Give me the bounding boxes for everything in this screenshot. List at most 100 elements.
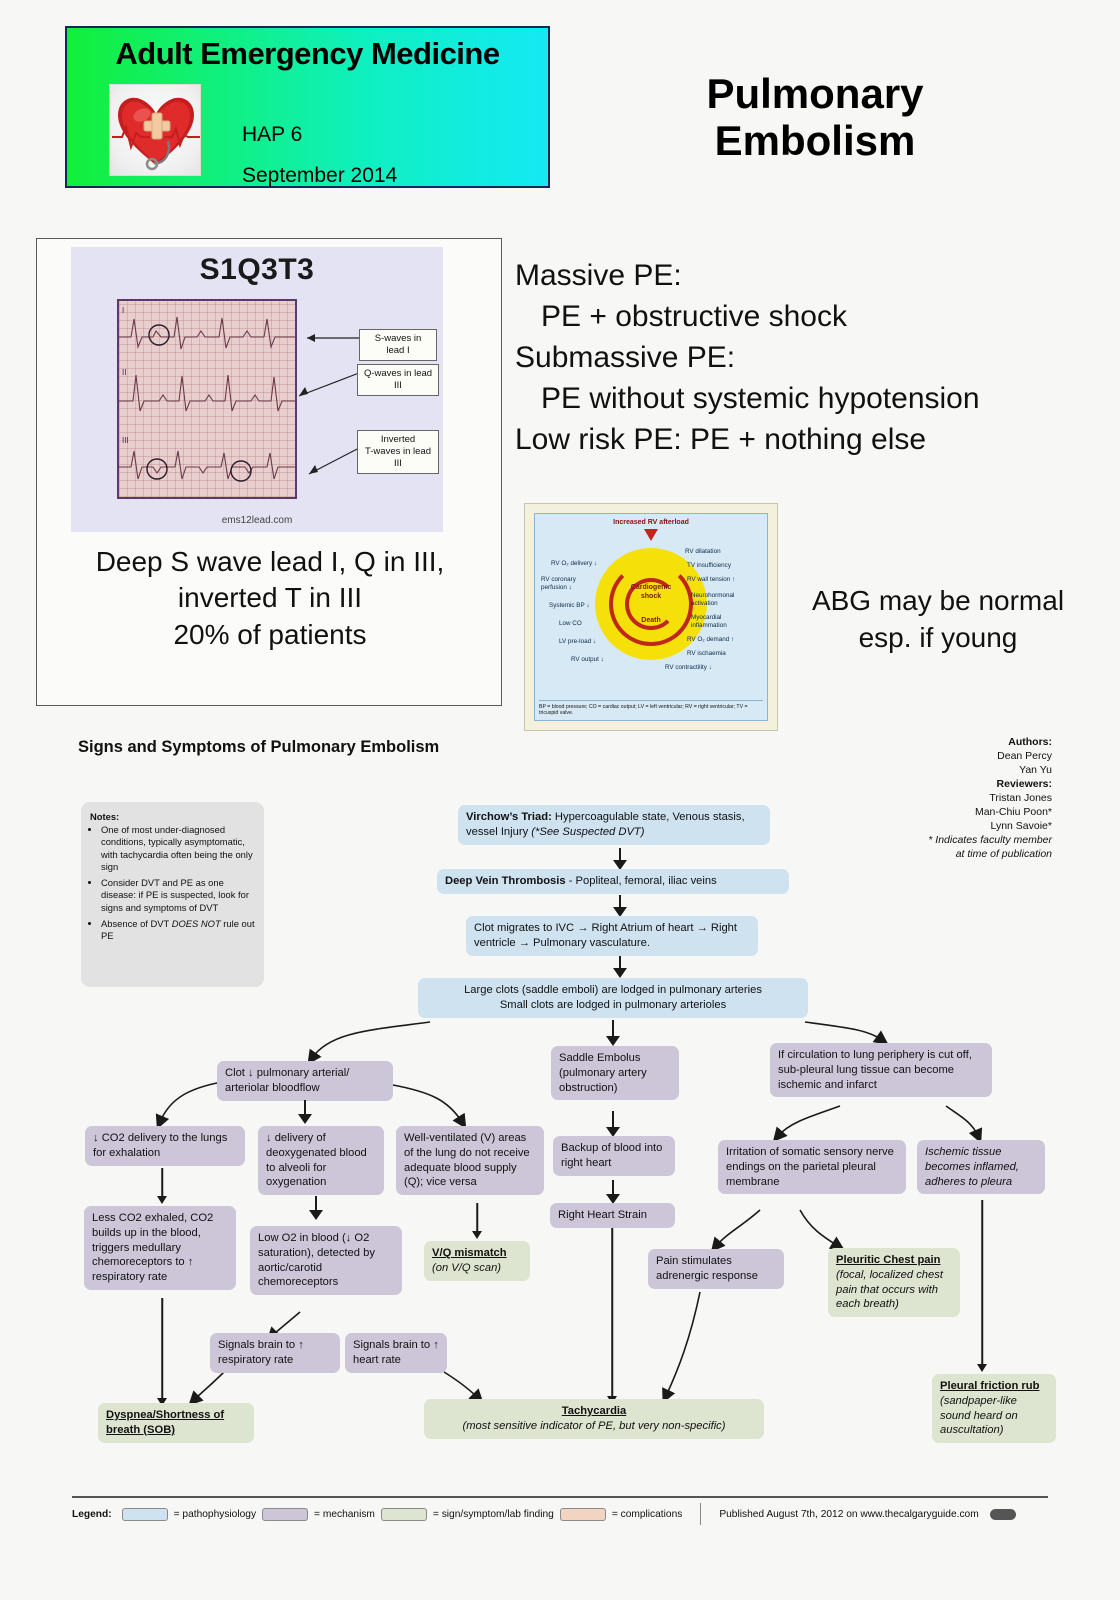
flow-node-saddle-embolus: Saddle Embolus (pulmonary artery obstruc…	[551, 1046, 679, 1101]
ecg-strip-graphic: I II III	[117, 299, 297, 499]
svg-text:III: III	[122, 436, 129, 445]
massive-pe-definition: PE + obstructive shock	[541, 300, 847, 334]
author-2: Yan Yu	[1019, 763, 1052, 776]
svg-text:II: II	[122, 368, 126, 377]
ecg-caption: Deep S wave lead I, Q in III, inverted T…	[45, 544, 495, 653]
ecg-label-q-waves: Q-waves in lead III	[357, 364, 439, 396]
arrow-co2-to-less-co2	[155, 1168, 169, 1204]
authors-footnote-line1: * Indicates faculty member	[928, 833, 1052, 846]
shock-footnote: BP = blood pressure; CO = cardiac output…	[539, 699, 763, 718]
pleuritic-sub: (focal, localized chest pain that occurs…	[836, 1268, 943, 1311]
shock-left-3: Low CO	[559, 620, 582, 627]
pe-classification-text: Massive PE: PE + obstructive shock Subma…	[515, 255, 1095, 460]
shock-spiral-inner	[625, 578, 677, 630]
notes-item-3-emphasis: DOES NOT	[171, 917, 221, 929]
shock-core-line1: Cardiogenic	[630, 584, 672, 591]
shock-left-0: RV O₂ delivery ↓	[551, 560, 598, 567]
legend-label: Legend:	[72, 1508, 112, 1520]
flow-node-large-clots: Large clots (saddle emboli) are lodged i…	[418, 978, 808, 1018]
heart-bandage-stethoscope-icon	[109, 84, 201, 176]
ecg-caption-line2: inverted T in III	[177, 582, 363, 614]
shock-left-4: LV pre-load ↓	[559, 638, 596, 645]
flow-node-well-ventilated: Well-ventilated (V) areas of the lung do…	[396, 1126, 544, 1196]
flow-node-vq-mismatch: V/Q mismatch (on V/Q scan)	[424, 1241, 530, 1281]
page-title: Pulmonary Embolism	[560, 70, 1070, 164]
shock-right-3: Neurohormonal activation	[691, 592, 735, 607]
flow-node-ischemic-tissue: Ischemic tissue becomes inflamed, adhere…	[917, 1140, 1045, 1195]
notes-box: Notes: One of most under-diagnosed condi…	[81, 802, 264, 987]
flow-node-less-co2: Less CO2 exhaled, CO2 builds up in the b…	[84, 1206, 236, 1290]
shock-arrow-icon	[644, 529, 658, 541]
reviewer-1: Tristan Jones	[989, 791, 1052, 804]
ecg-heading: S1Q3T3	[199, 253, 315, 286]
arrow-large-clots-to-saddle	[605, 1020, 621, 1046]
flow-node-low-o2: Low O2 in blood (↓ O2 saturation), detec…	[250, 1226, 402, 1296]
notes-heading: Notes:	[90, 811, 120, 822]
low-risk-pe-definition: Low risk PE: PE + nothing else	[515, 423, 927, 457]
reviewer-3: Lynn Savoie*	[990, 819, 1053, 832]
section-title: Signs and Symptoms of Pulmonary Embolism	[78, 738, 440, 756]
legend-bar: Legend: = pathophysiology = mechanism = …	[72, 1496, 1048, 1525]
arrow-deox-to-low-o2	[308, 1196, 324, 1220]
virchow-rest: Hypercoagulable state, Venous stasis, ve…	[466, 811, 745, 838]
reviewers-label: Reviewers:	[996, 777, 1052, 790]
shock-core-label: Cardiogenic shock	[535, 584, 767, 602]
shock-death-label: Death	[641, 617, 661, 624]
shock-right-4: Myocardial inflammation	[691, 614, 727, 629]
ecg-panel: S1Q3T3 I II III S-waves in lead I Q-wa	[36, 238, 502, 706]
legend-text-pathophysiology: = pathophysiology	[173, 1508, 257, 1520]
large-clots-line2: Small clots are lodged in pulmonary arte…	[499, 998, 727, 1011]
flow-node-clot-bloodflow: Clot ↓ pulmonary arterial/ arteriolar bl…	[217, 1061, 393, 1101]
legend-swatch-complications	[559, 1507, 606, 1521]
creative-commons-icon	[989, 1508, 1016, 1520]
shock-core-line2: shock	[640, 592, 662, 600]
cardiogenic-shock-diagram: Increased RV afterload Cardiogenic shock…	[524, 503, 778, 731]
banner-date: September 2014	[242, 164, 398, 187]
ecg-label-inverted-t-waves: Inverted T-waves in lead III	[357, 430, 439, 474]
flow-node-dyspnea: Dyspnea/Shortness of breath (SOB)	[98, 1403, 254, 1443]
submassive-pe-label: Submassive PE:	[515, 341, 736, 375]
flow-node-pain-adrenergic: Pain stimulates adrenergic response	[648, 1249, 784, 1289]
flow-node-circulation-cutoff: If circulation to lung periphery is cut …	[770, 1043, 992, 1098]
abg-line2: esp. if young	[858, 621, 1018, 653]
flow-node-dvt: Deep Vein Thrombosis - Popliteal, femora…	[437, 869, 789, 894]
ischemic-tissue-text: Ischemic tissue becomes inflamed, adhere…	[925, 1146, 1019, 1188]
shock-right-0: RV dilatation	[685, 548, 721, 555]
author-1: Dean Percy	[997, 749, 1052, 762]
legend-text-mechanism: = mechanism	[314, 1508, 375, 1520]
banner-course: HAP 6	[242, 123, 303, 146]
arrow-ventilated-to-vq	[470, 1203, 484, 1239]
arrow-strain-to-tachycardia	[605, 1228, 619, 1404]
friction-title: Pleural friction rub	[940, 1380, 1040, 1392]
arrow-backup-to-strain	[605, 1180, 621, 1204]
virchow-bold: Virchow’s Triad:	[466, 811, 552, 823]
vq-mismatch-sub: (on V/Q scan)	[432, 1261, 502, 1274]
notes-item-1: One of most under-diagnosed conditions, …	[101, 824, 256, 873]
shock-left-2: Systemic BP ↓	[549, 602, 590, 609]
notes-item-3-pre: Absence of DVT	[101, 917, 172, 929]
legend-text-complications: = complications	[611, 1508, 683, 1520]
shock-right-6: RV ischaemia	[687, 650, 726, 657]
ecg-label-s-waves: S-waves in lead I	[359, 329, 437, 361]
friction-sub: (sandpaper-like sound heard on auscultat…	[940, 1394, 1018, 1437]
arrow-bloodflow-to-deox	[297, 1100, 313, 1124]
page-title-line1: Pulmonary	[706, 70, 924, 117]
large-clots-line1: Large clots (saddle emboli) are lodged i…	[464, 984, 762, 996]
ecg-label-inverted-line1: Inverted	[380, 434, 416, 445]
shock-right-1: TV insufficiency	[687, 562, 731, 569]
authors-footnote-line2: at time of publication	[955, 847, 1052, 860]
legend-published: Published August 7th, 2012 on www.thecal…	[719, 1508, 979, 1520]
dvt-bold: Deep Vein Thrombosis	[445, 875, 566, 887]
submassive-pe-definition: PE without systemic hypotension	[541, 382, 980, 416]
arrow-saddle-to-backup	[605, 1111, 621, 1137]
ecg-credit: ems12lead.com	[221, 515, 293, 526]
shock-top-label: Increased RV afterload	[613, 519, 689, 526]
header-banner: Adult Emergency Medicine HAP 6 September…	[65, 26, 550, 188]
shock-right-7: RV contractility ↓	[665, 664, 712, 671]
flow-node-right-heart-strain: Right Heart Strain	[550, 1203, 675, 1228]
flow-node-irritation: Irritation of somatic sensory nerve endi…	[718, 1140, 906, 1195]
legend-text-sign: = sign/symptom/lab finding	[432, 1508, 554, 1520]
flow-node-co2-delivery: ↓ CO2 delivery to the lungs for exhalati…	[85, 1126, 245, 1166]
authors-block: Authors: Dean Percy Yan Yu Reviewers: Tr…	[880, 736, 1052, 862]
shock-right-5: RV O₂ demand ↑	[687, 636, 735, 643]
